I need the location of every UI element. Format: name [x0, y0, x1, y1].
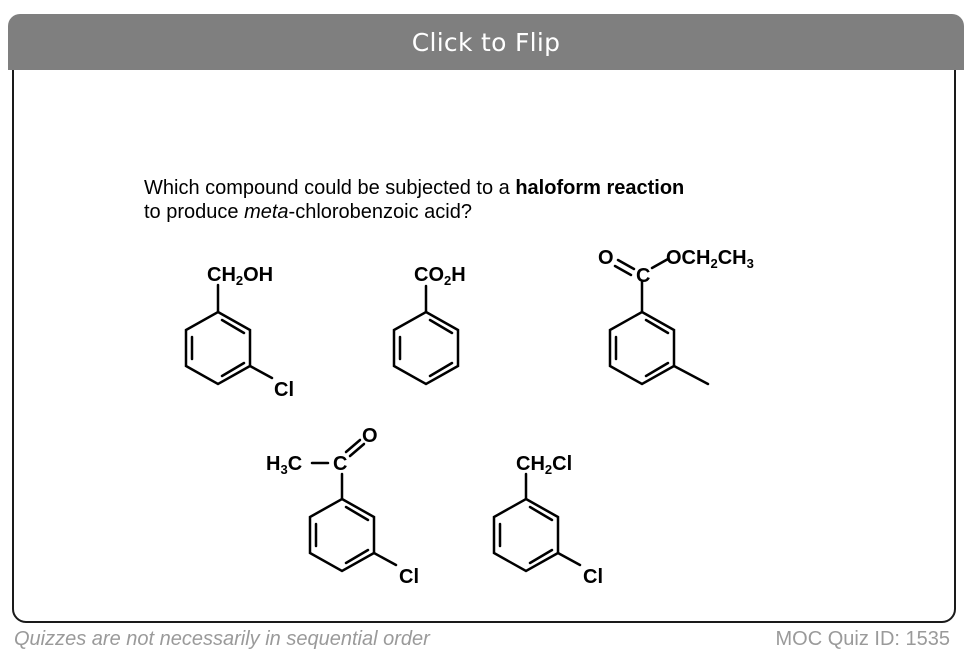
- compound-3-carbon: C: [636, 265, 650, 287]
- question-italic: meta: [244, 201, 289, 223]
- compound-5-ring: [492, 472, 582, 573]
- compound-3-carbonyl-o: O: [598, 247, 614, 269]
- compound-1-ring: [184, 283, 274, 386]
- flip-banner-button[interactable]: Click to Flip: [8, 14, 964, 70]
- quiz-id: MOC Quiz ID: 1535: [775, 628, 950, 650]
- compound-5-chloro: Cl: [583, 566, 603, 588]
- compound-4-carbon: C: [333, 453, 347, 475]
- compound-1-substituent: CH2OH: [207, 264, 273, 288]
- compound-1-chloro: Cl: [274, 379, 294, 401]
- question-text: Which compound could be subjected to a h…: [144, 176, 844, 224]
- compound-5-substituent: CH2Cl: [516, 453, 572, 477]
- flashcard[interactable]: [12, 19, 956, 623]
- question-line2-post: -chlorobenzoic acid?: [288, 201, 472, 223]
- compound-3-ring: [608, 257, 710, 386]
- question-line2-pre: to produce: [144, 201, 245, 223]
- flip-label: Click to Flip: [411, 27, 561, 57]
- compound-2-ring: [392, 284, 460, 386]
- question-part1: Which compound could be subjected to a: [144, 177, 516, 199]
- question-bold: haloform reaction: [515, 177, 685, 199]
- compound-4-ring: [308, 438, 398, 573]
- compound-4-carbonyl-o: O: [362, 425, 378, 447]
- compound-4-chloro: Cl: [399, 566, 419, 588]
- compound-4-methyl: H3C: [266, 453, 302, 477]
- sequence-note: Quizzes are not necessarily in sequentia…: [14, 628, 430, 650]
- compound-3-ester: OCH2CH3: [666, 247, 754, 271]
- compound-2-substituent: CO2H: [414, 264, 466, 288]
